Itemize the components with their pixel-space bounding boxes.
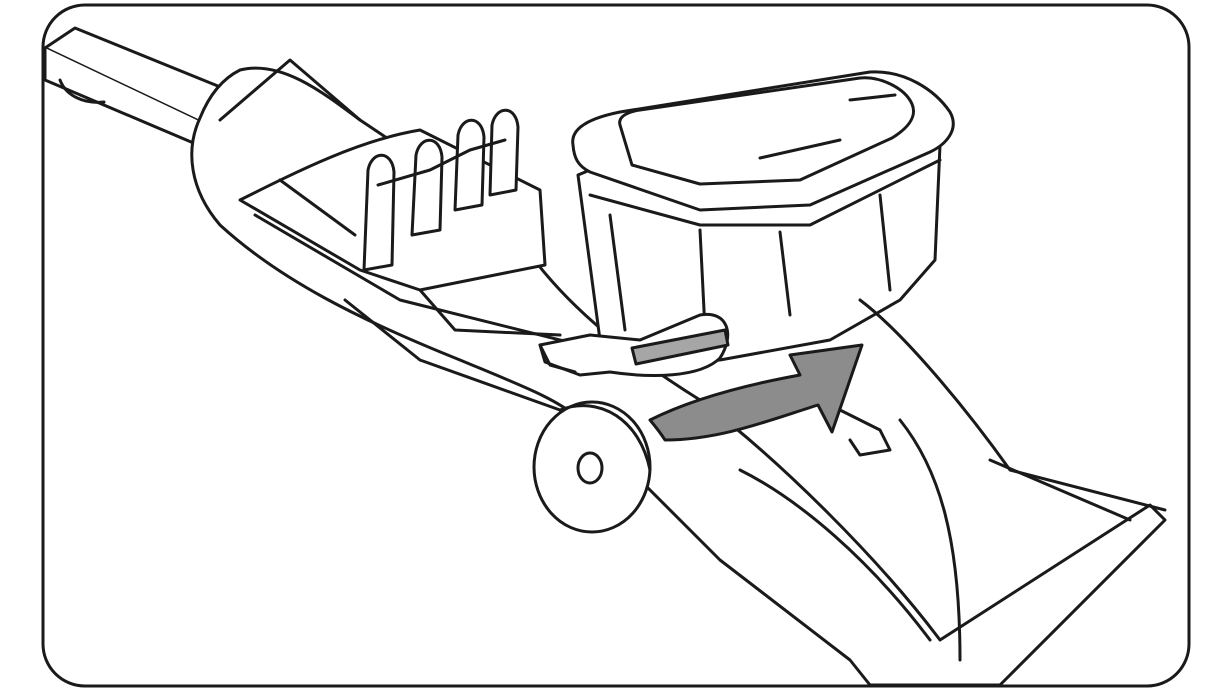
cord-hooks [362, 108, 520, 272]
nozzle-base [738, 298, 1167, 662]
wheel-axle [576, 451, 604, 485]
tank-lid [571, 70, 955, 212]
rotate-arrow-icon [648, 343, 864, 442]
wheel [532, 400, 652, 534]
latch-band [630, 328, 730, 366]
latch [538, 312, 730, 377]
